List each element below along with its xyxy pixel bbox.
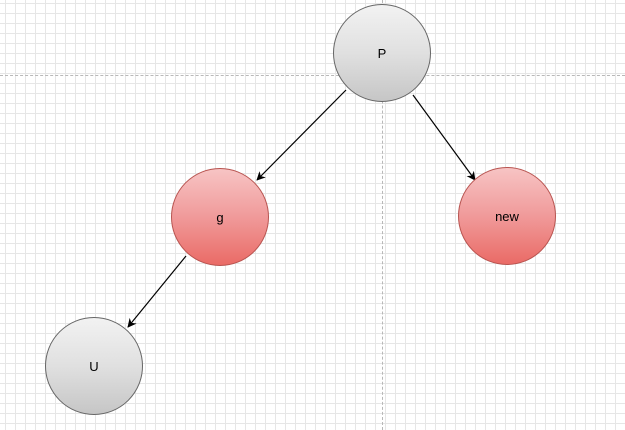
edge-g-to-u[interactable] xyxy=(127,255,187,328)
node-g[interactable]: g xyxy=(171,168,269,266)
node-p-label: P xyxy=(377,45,387,61)
page-break-vertical xyxy=(382,0,383,430)
edge-p-to-new[interactable] xyxy=(412,94,476,181)
edge-p-to-g[interactable] xyxy=(256,89,347,181)
node-p[interactable]: P xyxy=(333,4,431,102)
node-new-label: new xyxy=(495,208,519,224)
node-u[interactable]: U xyxy=(45,317,143,415)
page-break-horizontal xyxy=(0,75,625,76)
node-new[interactable]: new xyxy=(458,167,556,265)
node-g-label: g xyxy=(216,209,224,225)
node-u-label: U xyxy=(89,358,99,374)
